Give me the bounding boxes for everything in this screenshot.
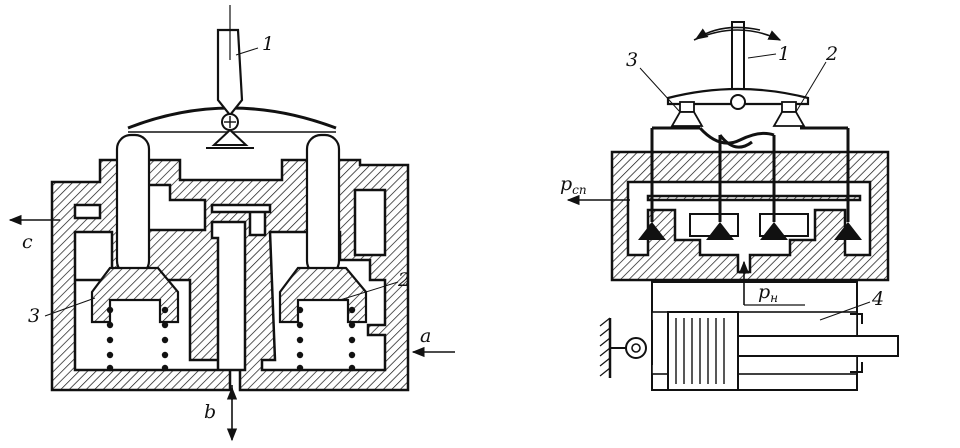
left-label-port-c: c [22,231,33,253]
right-spool-head [278,266,368,324]
left-label-port-a: a [420,325,431,347]
left-spool-head [90,266,180,324]
left-label-port-b: b [204,401,216,423]
left-spool-stem [115,133,151,277]
left-springs [106,306,169,372]
right-label-exhaust-pressure: pсп [560,173,587,197]
left-label-valve-right: 2 [397,269,410,291]
right-label-supply-pressure: pн [758,281,778,305]
right-pivot [730,94,746,110]
right-piston-rod [737,335,899,357]
right-springs [296,306,356,372]
left-lever [216,28,244,117]
left-valve-diagram: 1 2 3 c a b [8,5,455,442]
right-piston [667,311,739,391]
right-label-valve-right: 2 [825,43,838,65]
right-label-lever: 1 [778,43,790,65]
right-valve-diagram: 1 2 3 4 pсп pн [560,21,899,391]
left-label-valve-left: 3 [28,305,40,327]
right-label-cylinder: 4 [871,288,884,310]
right-spool-stem [305,133,341,277]
right-label-valve-left: 3 [626,49,638,71]
left-label-lever: 1 [262,33,274,55]
right-valve-seats [638,222,862,240]
